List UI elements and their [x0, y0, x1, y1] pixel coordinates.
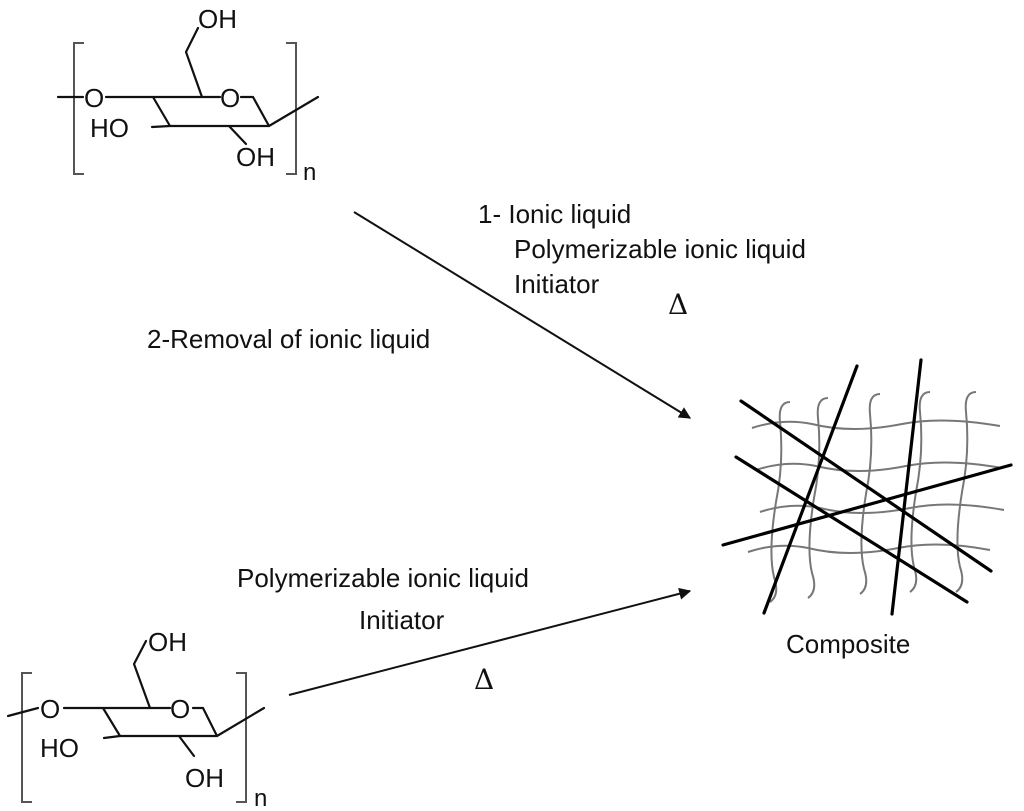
reaction-arrow-top: [353, 211, 692, 419]
hydroxyl-oh: OH: [185, 763, 224, 793]
fiber: [755, 461, 1003, 472]
condition-removal-ionic-liquid: 2-Removal of ionic liquid: [147, 324, 430, 354]
bottom-reaction-conditions: Polymerizable ionic liquid Initiator Δ: [237, 563, 529, 696]
ring-oxygen: O: [220, 83, 240, 113]
heat-delta-symbol: Δ: [668, 288, 688, 321]
condition-initiator: Initiator: [359, 605, 445, 635]
cellulose-structure-bottom: O O OH HO OH n: [6, 627, 267, 811]
polymer-chain: [762, 364, 859, 615]
hydroxymethyl-oh: OH: [198, 4, 237, 34]
condition-polymerizable-ionic-liquid: Polymerizable ionic liquid: [514, 234, 806, 264]
reaction-arrow-bottom: [288, 587, 692, 696]
ring-oxygen: O: [170, 694, 190, 724]
repeat-subscript-n: n: [303, 159, 316, 186]
left-bracket: [21, 672, 32, 803]
polymer-chain: [734, 455, 969, 604]
composite-network-illustration: [721, 358, 1013, 616]
polymer-chain: [721, 463, 1013, 547]
repeat-subscript-n: n: [254, 785, 267, 811]
top-reaction-conditions: 1- Ionic liquid Polymerizable ionic liqu…: [147, 199, 806, 354]
hydroxyl-oh: OH: [236, 142, 275, 172]
ring-bonds: [6, 639, 266, 758]
fiber: [751, 419, 1001, 430]
left-bracket: [73, 42, 84, 175]
fiber: [807, 397, 829, 599]
linkage-oxygen: O: [40, 694, 60, 724]
polymer-chain: [739, 399, 993, 573]
fiber: [759, 503, 1005, 514]
right-bracket: [286, 42, 297, 175]
condition-polymerizable-ionic-liquid: Polymerizable ionic liquid: [237, 563, 529, 593]
hydroxymethyl-oh: OH: [148, 627, 187, 657]
cellulose-structure-top: O O OH HO OH n: [56, 4, 320, 186]
fiber: [859, 393, 881, 595]
condition-initiator: Initiator: [514, 269, 600, 299]
polymer-chain: [890, 358, 923, 616]
ring-bonds: [56, 26, 320, 146]
composite-label: Composite: [786, 629, 910, 659]
linkage-oxygen: O: [84, 83, 104, 113]
fiber: [747, 543, 991, 554]
right-bracket: [236, 672, 247, 803]
hydroxyl-ho: HO: [40, 733, 79, 763]
condition-ionic-liquid: 1- Ionic liquid: [478, 199, 631, 229]
fiber: [955, 391, 977, 593]
heat-delta-symbol: Δ: [474, 663, 494, 696]
hydroxyl-ho: HO: [90, 113, 129, 143]
